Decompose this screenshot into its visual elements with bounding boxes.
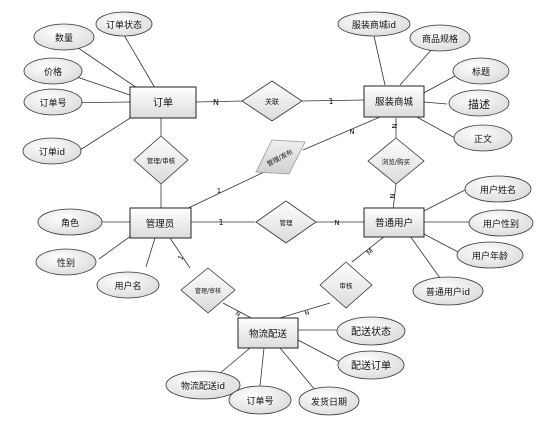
relationship-relate: 关联 [241,80,303,122]
cardinality-order-relate: N [213,98,219,107]
svg-text:管理员: 管理员 [146,218,175,230]
cardinality-admin-publish: 1 [217,187,221,195]
relationship-browse-buy: 浏览/购买 [367,137,425,185]
entity-order: 订单 [129,86,197,119]
attr-mall-id: 服装商城id [337,11,411,37]
svg-text:物流配送: 物流配送 [249,328,288,340]
svg-text:正文: 正文 [474,133,492,145]
svg-text:订单状态: 订单状态 [106,19,142,31]
cardinality-logistics-manage: N [234,310,241,318]
attr-delivery-status: 配送状态 [336,316,406,346]
relationship-manage-user: 管理 [255,200,317,244]
entity-logistics: 物流配送 [237,317,299,349]
svg-text:管理: 管理 [280,218,294,227]
cardinality-admin-manage: 1 [218,218,223,227]
attr-user-id: 普通用户id [412,276,484,306]
attr-order-status: 订单状态 [95,11,153,37]
svg-text:角色: 角色 [61,217,79,229]
attr-username: 用户名 [96,271,160,299]
svg-text:管理/审核: 管理/审核 [195,287,221,295]
svg-text:服装商城id: 服装商城id [352,19,396,31]
attr-order-id: 订单id [22,137,82,165]
entity-admin: 管理员 [129,207,192,239]
attr-price: 价格 [23,57,83,85]
entity-user: 普通用户 [363,207,425,238]
svg-text:商品规格: 商品规格 [422,33,458,45]
attr-quantity: 数量 [33,23,95,51]
svg-text:用户年龄: 用户年龄 [472,250,508,262]
cardinality-manage-user: N [334,219,339,227]
svg-text:订单号: 订单号 [39,97,66,109]
relationship-manage-publish: 管理/发布 [255,139,306,175]
svg-text:关联: 关联 [265,97,279,106]
svg-text:配送状态: 配送状态 [351,325,391,338]
attr-role: 角色 [37,208,103,236]
attr-order-no: 订单号 [23,88,83,116]
svg-text:发货日期: 发货日期 [311,396,347,408]
cardinality-labels: N 1 N 1 N N 1 N 1 N M N [176,97,399,319]
relationship-manage-review-order: 管理/审核 [133,135,189,185]
relationship-review: 审核 [319,261,373,309]
cardinality-review-logistics: N [304,309,311,317]
attr-user-name: 用户姓名 [464,175,532,203]
svg-text:数量: 数量 [55,32,73,44]
attr-gender: 性别 [35,248,97,276]
svg-text:普通用户: 普通用户 [375,217,413,229]
svg-text:性别: 性别 [57,257,75,269]
svg-text:服装商城: 服装商城 [375,96,414,108]
attr-logistics-order-no: 订单号 [228,385,292,415]
relationship-manage-review-logistics: 管理/审核 [180,267,236,314]
svg-text:订单: 订单 [153,97,173,109]
svg-text:浏览/购买: 浏览/购买 [382,157,411,166]
attr-delivery-order: 配送订单 [337,350,405,380]
svg-text:价格: 价格 [44,66,62,78]
svg-text:用户性别: 用户性别 [483,218,519,230]
svg-text:用户名: 用户名 [114,280,141,292]
cardinality-browse-mall: N [391,123,399,128]
svg-text:配送订单: 配送订单 [351,359,391,372]
svg-text:订单号: 订单号 [246,395,273,407]
svg-text:管理/审核: 管理/审核 [147,156,176,165]
attr-body: 正文 [453,124,513,152]
svg-text:审核: 审核 [340,281,354,290]
attr-user-age: 用户年龄 [456,241,524,269]
svg-text:描述: 描述 [468,97,490,111]
entity-mall: 服装商城 [363,85,425,118]
svg-text:普通用户id: 普通用户id [426,286,470,298]
attr-product-spec: 商品规格 [409,24,471,52]
svg-text:订单id: 订单id [39,146,65,158]
attr-title: 标题 [452,57,510,85]
cardinality-browse-user: N [389,193,397,198]
attr-description: 描述 [448,89,510,117]
cardinality-relate-mall: 1 [328,97,333,106]
attr-logistics-id: 物流配送id [165,370,241,400]
svg-text:用户姓名: 用户姓名 [480,184,516,196]
svg-text:物流配送id: 物流配送id [181,380,225,392]
connector-lines [61,34,470,392]
attr-ship-date: 发货日期 [298,386,360,416]
cardinality-publish-mall: N [349,128,354,136]
cardinality-admin-logistics: 1 [176,254,185,262]
cardinality-user-review: M [365,247,375,257]
attr-user-gender: 用户性别 [468,209,534,237]
svg-text:标题: 标题 [472,66,490,78]
